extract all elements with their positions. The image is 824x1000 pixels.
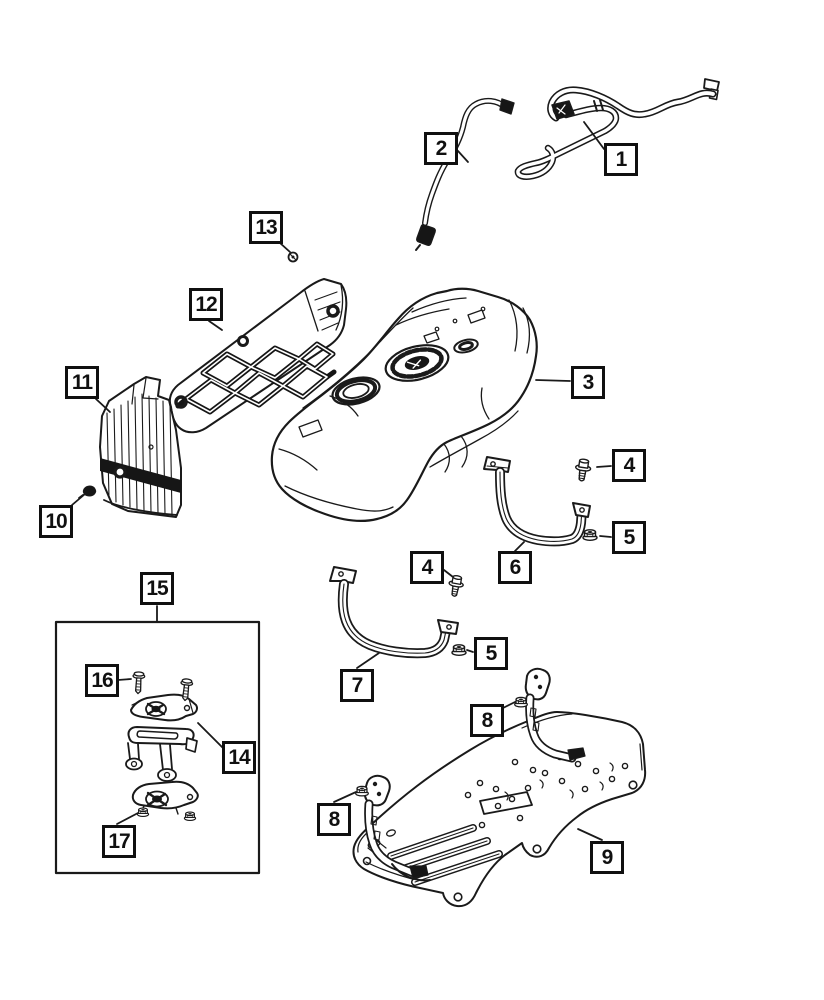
leader-6 — [514, 541, 525, 552]
callout-3-label: 3 — [582, 371, 595, 394]
flange-nut-icon — [451, 644, 467, 656]
leader-16 — [117, 678, 132, 681]
callout-8a[interactable]: 8 — [470, 704, 504, 737]
flange-nut-icon — [355, 785, 369, 797]
leader-14 — [197, 722, 225, 750]
callout-12-label: 12 — [195, 293, 217, 316]
leader-3 — [535, 379, 571, 382]
flange-nut-icon — [582, 529, 598, 541]
callout-15-label: 15 — [146, 577, 168, 600]
fuel-tank-drawing — [270, 287, 538, 522]
callout-7-label: 7 — [351, 674, 364, 697]
leader-9 — [577, 828, 603, 841]
callout-11[interactable]: 11 — [65, 366, 99, 399]
callout-13[interactable]: 13 — [249, 211, 283, 244]
callout-11-label: 11 — [71, 371, 93, 394]
callout-4b[interactable]: 4 — [410, 551, 444, 584]
callout-10-label: 10 — [45, 510, 67, 533]
callout-14[interactable]: 14 — [222, 741, 256, 774]
callout-10[interactable]: 10 — [39, 505, 73, 538]
callout-4a[interactable]: 4 — [612, 449, 646, 482]
leader-7 — [356, 652, 380, 669]
leader-1 — [583, 121, 605, 150]
skid-plate-bracket-upper-drawing — [524, 667, 586, 763]
kit-outline-box — [54, 620, 261, 875]
callout-4a-label: 4 — [623, 454, 636, 477]
callout-4b-label: 4 — [421, 556, 434, 579]
vent-grommet-ring — [453, 338, 479, 354]
leader-13 — [279, 242, 291, 253]
leader-11 — [95, 398, 111, 413]
callout-9-label: 9 — [601, 846, 614, 869]
mounting-nut-icon — [183, 811, 197, 822]
hex-flange-bolt-icon — [573, 457, 593, 483]
callout-7[interactable]: 7 — [340, 669, 374, 702]
bracket-set-drawing — [125, 693, 199, 815]
callout-16-label: 16 — [91, 669, 113, 692]
callout-8a-label: 8 — [481, 709, 494, 732]
leader-4b — [443, 569, 454, 578]
leader-10 — [71, 493, 86, 506]
callout-5b[interactable]: 5 — [474, 637, 508, 670]
leader-17 — [116, 812, 139, 825]
filler-opening-ring — [331, 376, 381, 406]
leader-4a — [596, 465, 612, 468]
callout-5a[interactable]: 5 — [612, 521, 646, 554]
callout-17[interactable]: 17 — [102, 825, 136, 858]
flange-nut-icon — [514, 696, 528, 708]
callout-8b-label: 8 — [328, 808, 341, 831]
callout-6[interactable]: 6 — [498, 551, 532, 584]
callout-2[interactable]: 2 — [424, 132, 458, 165]
skid-plate-ribs — [387, 824, 503, 886]
leader-5a — [599, 535, 612, 538]
callout-6-label: 6 — [509, 556, 522, 579]
callout-12[interactable]: 12 — [189, 288, 223, 321]
screw-head-drawing — [287, 251, 299, 263]
fuel-tube-assembly-drawing — [514, 78, 720, 181]
callout-16[interactable]: 16 — [85, 664, 119, 697]
callout-8b[interactable]: 8 — [317, 803, 351, 836]
leader-2 — [457, 150, 469, 163]
leader-8a — [502, 701, 516, 709]
tank-strap-left-drawing — [329, 566, 459, 659]
heat-shield-drawing — [99, 376, 182, 518]
hex-flange-bolt-icon — [446, 573, 466, 599]
skid-plate-bracket-lower-drawing — [363, 774, 431, 882]
callout-3[interactable]: 3 — [571, 366, 605, 399]
callout-9[interactable]: 9 — [590, 841, 624, 874]
mounting-nut-icon — [136, 807, 150, 818]
callout-1[interactable]: 1 — [604, 143, 638, 176]
callout-15[interactable]: 15 — [140, 572, 174, 605]
fuel-pump-module-ring — [384, 344, 450, 382]
callout-5a-label: 5 — [623, 526, 636, 549]
leader-5b — [466, 649, 474, 653]
leader-lines — [71, 121, 612, 841]
lattice-heat-shield-drawing — [168, 278, 348, 434]
fuel-vent-tube-drawing — [415, 97, 515, 251]
callout-17-label: 17 — [108, 830, 130, 853]
callout-5b-label: 5 — [485, 642, 498, 665]
leader-12 — [208, 320, 223, 331]
leader-8b — [333, 791, 357, 803]
tank-strap-right-drawing — [483, 456, 591, 547]
callout-13-label: 13 — [255, 216, 277, 239]
mounting-screw-icon — [131, 671, 146, 695]
callout-14-label: 14 — [228, 746, 250, 769]
skid-plate-drawing — [352, 711, 647, 908]
callout-1-label: 1 — [615, 148, 628, 171]
callout-2-label: 2 — [435, 137, 448, 160]
